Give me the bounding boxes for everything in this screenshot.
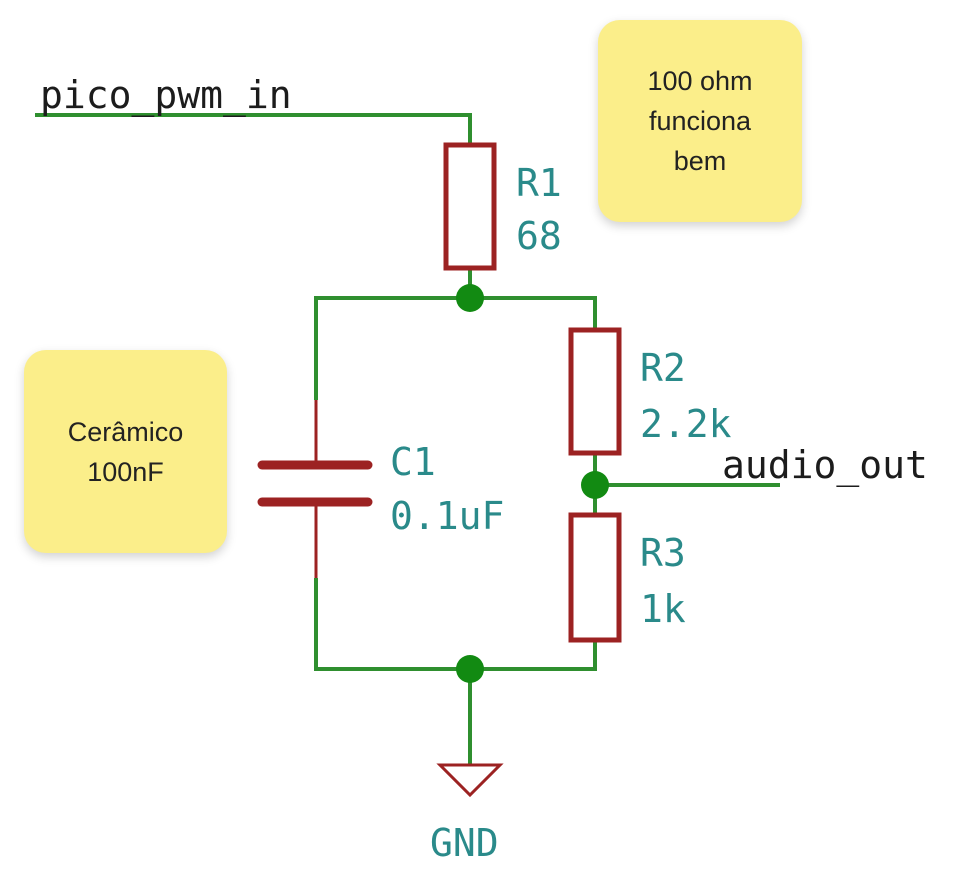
r2-ref: R2 [640, 346, 686, 390]
junction-bottom [456, 655, 484, 683]
sticky-note-r1: 100 ohm funciona bem [598, 20, 802, 222]
r3-ref: R3 [640, 531, 686, 575]
wires [35, 113, 780, 765]
ground-icon [436, 763, 504, 798]
r2-value: 2.2k [640, 402, 732, 446]
net-label-output: audio_out [722, 443, 928, 488]
wire-input [35, 113, 472, 145]
wire-bottom-node [314, 578, 597, 671]
resistor-r3 [568, 512, 622, 643]
c1-ref: C1 [390, 440, 436, 484]
resistor-r2 [568, 327, 622, 456]
r1-value: 68 [516, 214, 562, 258]
wire-top-node [314, 296, 597, 400]
junction-output [581, 471, 609, 499]
r1-ref: R1 [516, 161, 562, 205]
junction-top [456, 284, 484, 312]
net-label-ground: GND [430, 821, 499, 865]
c1-value: 0.1uF [390, 494, 504, 538]
net-label-input: pico_pwm_in [40, 73, 292, 118]
resistor-r1 [443, 142, 497, 271]
sticky-note-c1: Cerâmico 100nF [24, 350, 227, 553]
r3-value: 1k [640, 587, 686, 631]
